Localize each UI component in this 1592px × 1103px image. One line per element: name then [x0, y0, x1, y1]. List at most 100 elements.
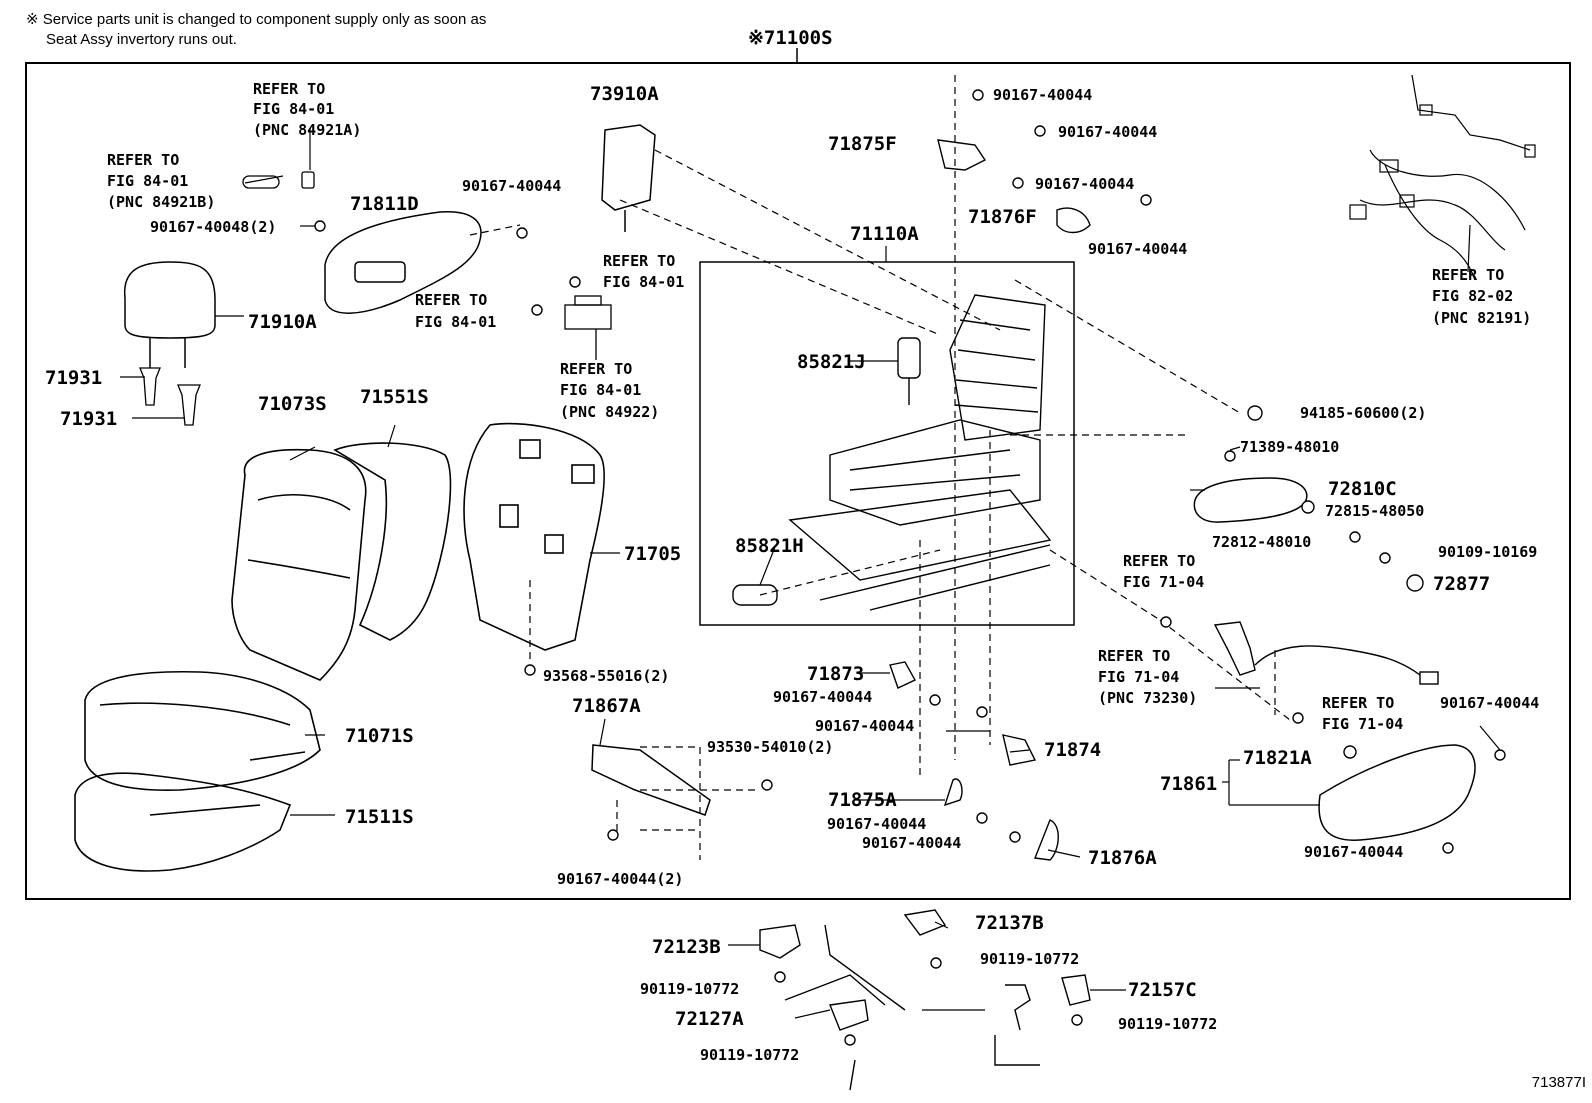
- svg-text:REFER TO: REFER TO: [1432, 266, 1504, 284]
- part-73910a-label[interactable]: 73910A: [590, 83, 659, 105]
- svg-text:REFER TO: REFER TO: [253, 80, 325, 98]
- fastener-label-18[interactable]: 90167-40044: [862, 834, 961, 852]
- seatback-cover-drawing: [231, 448, 367, 681]
- bolt-icons: [314, 89, 1506, 1046]
- ref-note-84-01-a[interactable]: REFER TO FIG 84-01: [603, 252, 684, 291]
- figure-id: 713877I: [1531, 1074, 1586, 1091]
- part-71110a-label[interactable]: 71110A: [850, 223, 919, 245]
- part-72127a-label[interactable]: 72127A: [675, 1008, 744, 1030]
- fastener-label-19[interactable]: 90167-40044: [1440, 694, 1539, 712]
- reference-notes: REFER TO FIG 84-01 (PNC 84921A) REFER TO…: [107, 80, 1531, 733]
- headrest-guides-drawing: [139, 367, 201, 426]
- ref-note-84921a[interactable]: REFER TO FIG 84-01 (PNC 84921A): [253, 80, 361, 139]
- svg-text:FIG 84-01: FIG 84-01: [107, 172, 188, 190]
- part-72157c-label[interactable]: 72157C: [1128, 979, 1197, 1001]
- part-71867a-label[interactable]: 71867A: [572, 695, 641, 717]
- fastener-label-17[interactable]: 90167-40044: [827, 815, 926, 833]
- svg-text:FIG 84-01: FIG 84-01: [415, 313, 496, 331]
- part-71073s-label[interactable]: 71073S: [258, 393, 327, 415]
- lower-shield-drawing: [1318, 744, 1476, 841]
- wire-harness-drawing: [1349, 74, 1536, 281]
- part-72123b-label[interactable]: 72123B: [652, 936, 721, 958]
- svg-text:FIG 84-01: FIG 84-01: [560, 381, 641, 399]
- part-71874-label[interactable]: 71874: [1044, 739, 1101, 761]
- seatback-board-drawing: [463, 422, 605, 651]
- part-71875f-label[interactable]: 71875F: [828, 133, 897, 155]
- part-71071s-label[interactable]: 71071S: [345, 725, 414, 747]
- assembly-frame: [25, 62, 1571, 900]
- fastener-label-8[interactable]: 71389-48010: [1240, 438, 1339, 456]
- svg-text:(PNC 82191): (PNC 82191): [1432, 309, 1531, 327]
- fastener-label-9[interactable]: 72815-48050: [1325, 502, 1424, 520]
- dashed-leaders: [469, 75, 1291, 860]
- motor-drawing: [732, 337, 921, 606]
- fastener-label-3[interactable]: 90167-40044: [1035, 175, 1134, 193]
- fastener-label-20[interactable]: 90167-40044: [1304, 843, 1403, 861]
- belt-buckle-drawing: [1213, 621, 1439, 685]
- part-71873-label[interactable]: 71873: [807, 663, 864, 685]
- fastener-label-2[interactable]: 90167-40044: [1058, 123, 1157, 141]
- seat-frame-box: [699, 261, 1075, 626]
- svg-text:(PNC 84921A): (PNC 84921A): [253, 121, 361, 139]
- fastener-label-23[interactable]: 90119-10772: [1118, 1015, 1217, 1033]
- svg-text:(PNC 73230): (PNC 73230): [1098, 689, 1197, 707]
- service-note: ※ Service parts unit is changed to compo…: [26, 10, 486, 50]
- fastener-label-5[interactable]: 90167-40044: [462, 177, 561, 195]
- part-85821h-label[interactable]: 85821H: [735, 535, 804, 557]
- part-72137b-label[interactable]: 72137B: [975, 912, 1044, 934]
- fastener-label-1[interactable]: 90167-40044: [993, 86, 1092, 104]
- part-71910a-label[interactable]: 71910A: [248, 311, 317, 333]
- svg-text:FIG 71-04: FIG 71-04: [1098, 668, 1179, 686]
- switch-module-drawing: [564, 295, 612, 360]
- part-71705-label[interactable]: 71705: [624, 543, 681, 565]
- fastener-label-14[interactable]: 90167-40044: [815, 717, 914, 735]
- fastener-label-4[interactable]: 90167-40044: [1088, 240, 1187, 258]
- fastener-label-21[interactable]: 90119-10772: [640, 980, 739, 998]
- fastener-label-12[interactable]: 93568-55016(2): [543, 667, 669, 685]
- ref-note-84922[interactable]: REFER TO FIG 84-01 (PNC 84922): [560, 360, 659, 421]
- fastener-labels: 90167-40044 90167-40044 90167-40044 9016…: [150, 86, 1539, 1064]
- part-71861-label[interactable]: 71861: [1160, 773, 1217, 795]
- seat-cushion-drawing: [84, 670, 321, 792]
- svg-text:REFER TO: REFER TO: [603, 252, 675, 270]
- part-71821a-label[interactable]: 71821A: [1243, 747, 1312, 769]
- part-85821j-label[interactable]: 85821J: [797, 351, 866, 373]
- service-note-line1: ※ Service parts unit is changed to compo…: [26, 11, 487, 28]
- part-72810c-label[interactable]: 72810C: [1328, 478, 1397, 500]
- svg-text:FIG 71-04: FIG 71-04: [1322, 715, 1403, 733]
- ref-note-71-04-a[interactable]: REFER TO FIG 71-04: [1123, 552, 1204, 591]
- fastener-label-10[interactable]: 72812-48010: [1212, 533, 1311, 551]
- part-71931-label-1[interactable]: 71931: [45, 367, 102, 389]
- ref-note-82191[interactable]: REFER TO FIG 82-02 (PNC 82191): [1432, 266, 1531, 327]
- fastener-label-16[interactable]: 90167-40044(2): [557, 870, 683, 888]
- side-shield-drawing: [324, 211, 482, 314]
- part-71876a-label[interactable]: 71876A: [1088, 847, 1157, 869]
- part-71811d-label[interactable]: 71811D: [350, 193, 419, 215]
- svg-text:REFER TO: REFER TO: [1322, 694, 1394, 712]
- fastener-label-15[interactable]: 93530-54010(2): [707, 738, 833, 756]
- seat-frame-drawing: [788, 294, 1052, 611]
- part-71875a-label[interactable]: 71875A: [828, 789, 897, 811]
- armrest-drawing: [1193, 477, 1308, 523]
- part-72877-label[interactable]: 72877: [1433, 573, 1490, 595]
- part-71551s-label[interactable]: 71551S: [360, 386, 429, 408]
- hinge-covers-drawing: [889, 139, 1091, 861]
- part-71931-label-2[interactable]: 71931: [60, 408, 117, 430]
- ref-note-71-04-b[interactable]: REFER TO FIG 71-04: [1322, 694, 1403, 733]
- fastener-label-22[interactable]: 90119-10772: [980, 950, 1079, 968]
- part-71511s-label[interactable]: 71511S: [345, 806, 414, 828]
- svg-text:FIG 82-02: FIG 82-02: [1432, 287, 1513, 305]
- fastener-label-13[interactable]: 90167-40044: [773, 688, 872, 706]
- fastener-label-6[interactable]: 90167-40048(2): [150, 218, 276, 236]
- ref-note-73230[interactable]: REFER TO FIG 71-04 (PNC 73230): [1098, 647, 1197, 707]
- fastener-label-24[interactable]: 90119-10772: [700, 1046, 799, 1064]
- part-71876f-label[interactable]: 71876F: [968, 206, 1037, 228]
- fastener-label-11[interactable]: 90109-10169: [1438, 543, 1537, 561]
- svg-text:REFER TO: REFER TO: [415, 291, 487, 309]
- ref-note-84921b[interactable]: REFER TO FIG 84-01 (PNC 84921B): [107, 151, 215, 211]
- ref-note-84-01-b[interactable]: REFER TO FIG 84-01: [415, 291, 496, 331]
- seat-pad-drawing: [74, 772, 292, 872]
- fastener-label-7[interactable]: 94185-60600(2): [1300, 404, 1426, 422]
